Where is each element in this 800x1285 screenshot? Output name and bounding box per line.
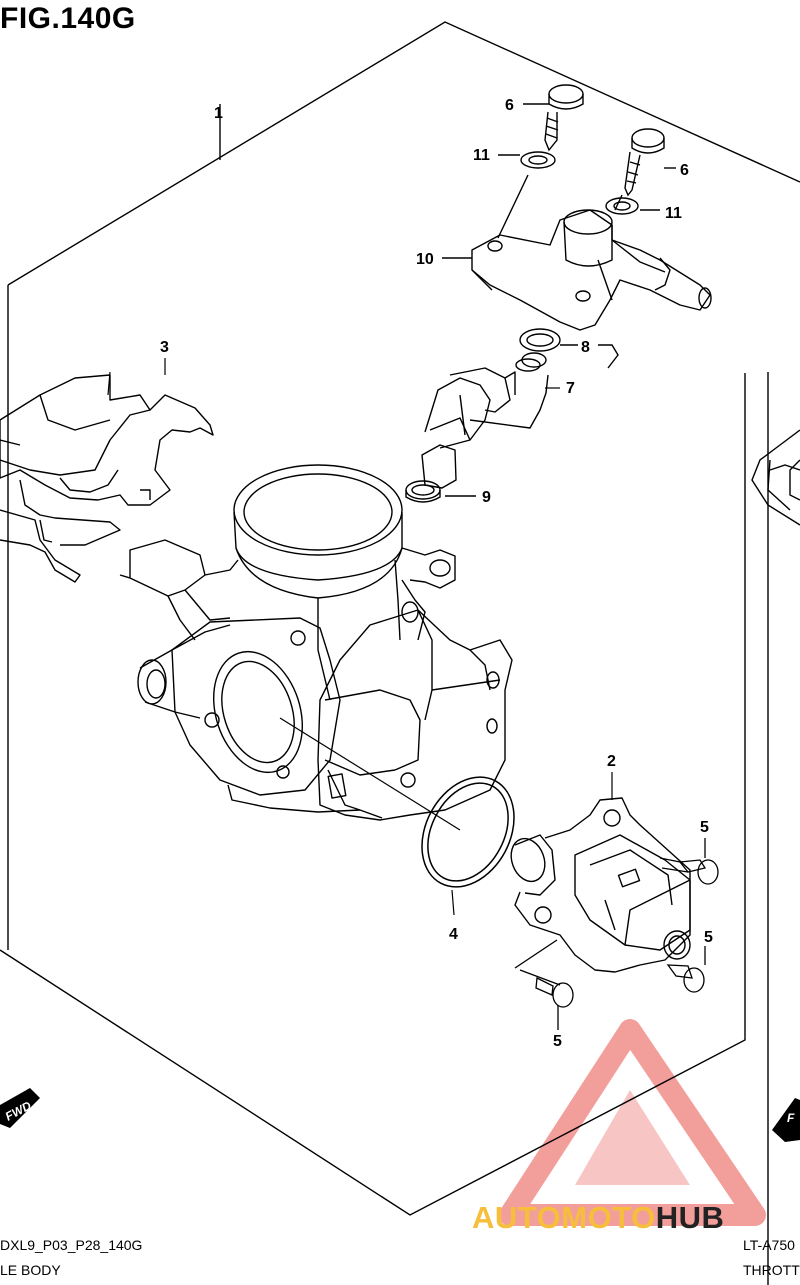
part-3-right-fragment	[751, 429, 800, 526]
watermark-logo: AUTOMOTOHUB	[472, 1200, 724, 1236]
callout-6b: 6	[680, 162, 689, 179]
watermark-triangle-icon	[499, 1019, 766, 1226]
callout-11b: 11	[665, 205, 682, 222]
callout-5b: 5	[704, 929, 713, 946]
part-9-spacer	[405, 480, 476, 503]
part-5-screw-upper	[659, 838, 719, 885]
callout-11a: 11	[473, 147, 490, 164]
callout-8: 8	[581, 339, 590, 356]
part-2-sensor	[510, 797, 691, 973]
leader-lines	[107, 358, 613, 916]
callout-2: 2	[607, 753, 616, 770]
part-5-screw-lower-left	[514, 939, 574, 1030]
figure-title: FIG.140G	[0, 2, 136, 35]
callout-6a: 6	[505, 97, 514, 114]
watermark-text-b: HUB	[655, 1200, 725, 1235]
part-4-o-ring	[421, 776, 515, 888]
callout-labels: 1 2 3 4 5 5 5 6 6 7 8 9 10 11 11	[160, 97, 713, 1050]
part-10-delivery-pipe	[442, 174, 712, 331]
part-8-seals	[519, 328, 619, 369]
part-7-injector	[421, 358, 549, 489]
fwd-label-right: F	[787, 1111, 795, 1125]
callout-10: 10	[416, 251, 434, 268]
diagram-code-left: DXL9_P03_P28_140G	[0, 1237, 143, 1253]
diagram-name-left: LE BODY	[0, 1262, 61, 1278]
callout-5a: 5	[700, 819, 709, 836]
fwd-arrow-right-icon: F	[772, 1098, 800, 1142]
part-3-cover	[0, 374, 214, 583]
assembly-outline	[0, 21, 800, 1285]
part-11-washer-upper	[498, 151, 556, 169]
diagram-name-right: THROTTL	[743, 1262, 800, 1278]
callout-3: 3	[160, 339, 169, 356]
watermark-text-a: AUTOMOTO	[472, 1200, 656, 1235]
callout-5c: 5	[553, 1033, 562, 1050]
callout-1: 1	[214, 105, 223, 122]
callout-9: 9	[482, 489, 491, 506]
part-6-bolt-upper	[523, 84, 584, 152]
part-11-washer-lower	[605, 197, 660, 215]
callout-7: 7	[566, 380, 575, 397]
part-5-screw-lower-right	[666, 946, 706, 993]
fwd-arrow-left-icon: FWD	[0, 1088, 40, 1128]
throttle-body	[119, 464, 513, 821]
callout-4: 4	[449, 926, 458, 943]
diagram-code-right: LT-A750	[743, 1237, 795, 1253]
